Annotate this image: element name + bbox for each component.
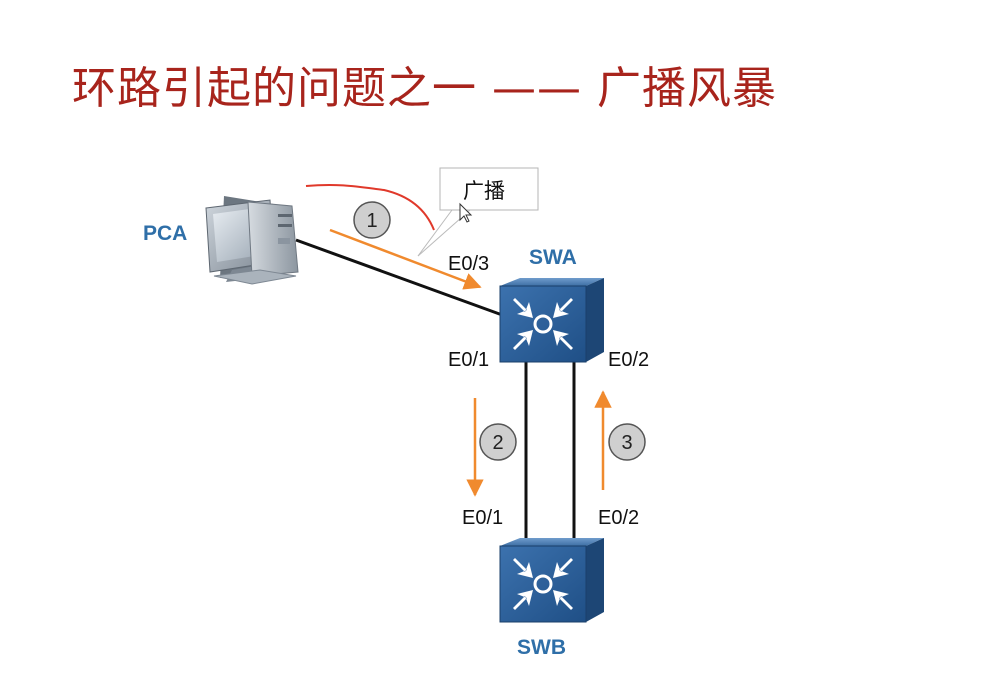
link-pca-swa	[295, 238, 506, 318]
port-label-swa-e01: E0/1	[448, 349, 489, 371]
pc-icon	[205, 196, 299, 285]
step-number-2: 2	[492, 432, 503, 454]
port-label-swa-e02: E0/2	[608, 349, 649, 371]
node-label-pca: PCA	[143, 222, 187, 245]
callout-label: 广播	[463, 179, 505, 203]
port-label-swb-e02: E0/2	[598, 507, 639, 529]
annotation-stroke	[305, 183, 435, 231]
step-badge-2: 2	[479, 423, 517, 461]
step-badge-3: 3	[608, 423, 646, 461]
step-badge-1: 1	[353, 201, 391, 239]
node-label-swb: SWB	[517, 636, 566, 659]
arrow-step-1	[329, 228, 482, 290]
switch-swa-icon	[499, 278, 604, 363]
switch-swb-icon	[499, 538, 604, 623]
step-number-1: 1	[366, 210, 377, 232]
cursor-pointer-icon	[459, 202, 473, 223]
step-number-3: 3	[621, 432, 632, 454]
port-label-swb-e01: E0/1	[462, 507, 503, 529]
node-label-swa: SWA	[529, 246, 577, 269]
port-label-swa-e03: E0/3	[448, 253, 489, 275]
slide-title: 环路引起的问题之一 —— 广播风暴	[72, 63, 777, 114]
callout-broadcast: 广播	[417, 167, 539, 257]
